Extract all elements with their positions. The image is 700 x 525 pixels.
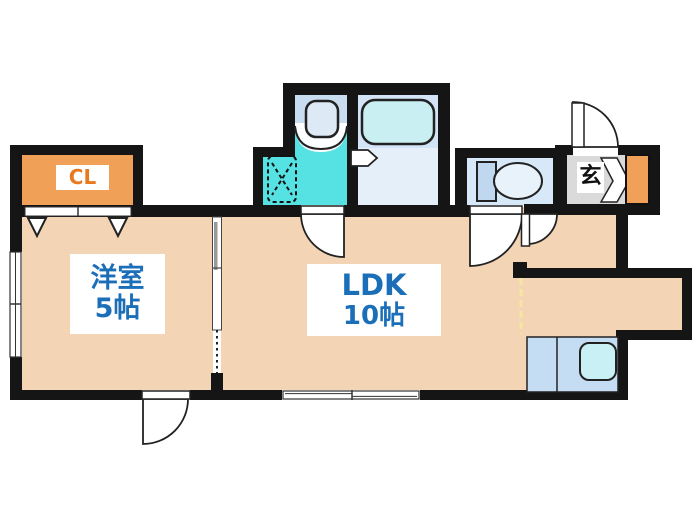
western-room-size: 5帖	[94, 293, 141, 324]
western-room-name: 洋室	[90, 262, 145, 294]
entrance-name: 玄	[579, 164, 602, 190]
bathtub	[360, 98, 436, 146]
wall-left-upper	[10, 155, 22, 252]
wall-washroom-step-v	[253, 147, 263, 207]
wall-partition-stub	[211, 373, 223, 392]
ldk-label: LDK 10帖	[307, 264, 441, 336]
entrance-label: 玄	[577, 162, 604, 193]
hall-door-leaf	[520, 213, 531, 247]
wall-toilet-top	[455, 148, 565, 158]
washroom-floor	[263, 150, 347, 205]
doors	[141, 101, 619, 445]
wall-ldk-stub	[513, 262, 527, 278]
ldk-size: 10帖	[342, 300, 406, 331]
washing-machine-pad	[267, 155, 297, 203]
wall-bath-right	[438, 95, 450, 205]
wall-entrance-top-right	[618, 145, 660, 155]
closet-door-triangle	[107, 217, 129, 239]
windows	[9, 251, 420, 400]
wall-washbasin-left	[283, 95, 295, 152]
wall-toilet-bottom-left	[455, 205, 470, 215]
sliding-door-panel	[214, 222, 218, 270]
wall-entrance-bottom	[524, 204, 660, 215]
wall-washroom-step-h	[253, 147, 295, 157]
toilet-door-leaf	[469, 205, 523, 215]
washbasin-bowl	[304, 99, 340, 139]
front-door-opening	[573, 145, 618, 156]
wall-kitchen-right	[616, 330, 628, 400]
wall-toilet-right	[553, 148, 567, 215]
closet-doors	[24, 206, 132, 239]
wall-extension-bottom	[616, 330, 692, 340]
shoe-cabinet	[625, 154, 650, 205]
washroom-door-swing	[300, 213, 345, 258]
closet-label: CL	[56, 165, 109, 190]
western-room-label: 洋室 5帖	[70, 254, 165, 334]
toilet-bowl	[493, 162, 543, 200]
washroom-door-leaf	[300, 205, 345, 215]
washing-machine-cross	[271, 162, 293, 196]
entrance-door-chevron	[599, 157, 630, 203]
washbasin-counter-edge	[294, 125, 348, 151]
bottom-window	[282, 390, 420, 400]
wall-toilet-left	[455, 148, 467, 215]
wall-room-top-right	[344, 205, 470, 217]
room-door-leaf	[141, 390, 191, 400]
washing-machine-cross	[271, 162, 293, 196]
ldk-name: LDK	[341, 268, 407, 303]
wall-entrance-top-left	[555, 145, 573, 155]
wall-entrance-right	[648, 145, 660, 215]
closet-door-triangle	[26, 217, 48, 239]
wall-extension-right	[682, 268, 692, 340]
closet-name: CL	[68, 165, 97, 190]
wall-sanitary-top	[283, 83, 450, 95]
wall-closet-right	[133, 145, 143, 217]
wall-hall-right	[616, 215, 628, 272]
wall-closet-top	[10, 145, 143, 155]
wall-extension-top	[527, 268, 692, 278]
fixtures	[267, 98, 650, 393]
ldk-extension-floor	[517, 272, 684, 332]
room-door-swing	[142, 398, 189, 445]
kitchen-sink	[579, 342, 617, 381]
wall-left-lower	[10, 357, 22, 400]
bath-door-arrow	[350, 149, 379, 167]
front-door-leaf	[571, 102, 585, 148]
sliding-partition	[212, 216, 222, 373]
